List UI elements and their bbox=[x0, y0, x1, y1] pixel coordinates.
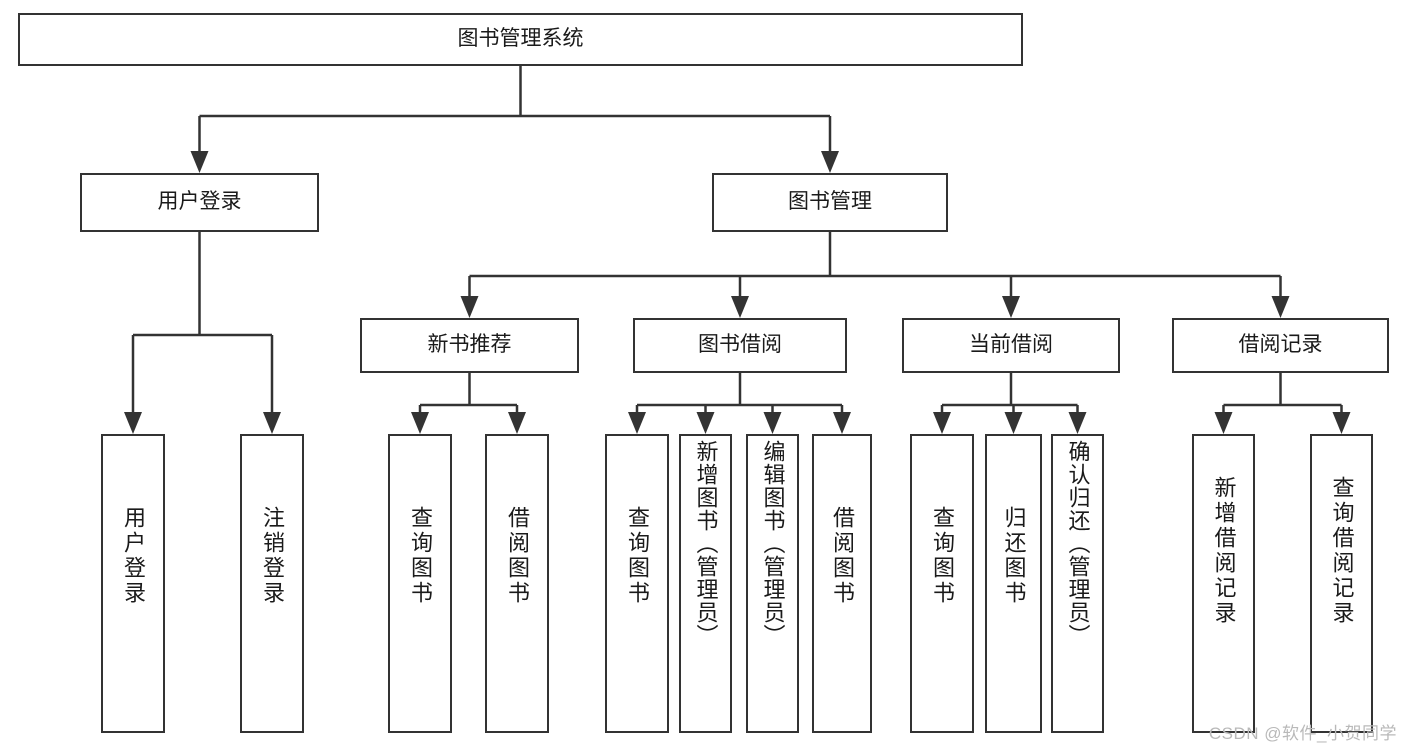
node-label: 当前借阅 bbox=[969, 333, 1053, 357]
node-label: 查询借阅记录 bbox=[1329, 476, 1355, 626]
arrow-head-icon-leaf-user-login bbox=[124, 412, 142, 434]
node-label: 归还图书 bbox=[1001, 506, 1027, 606]
node-label: 查询图书 bbox=[930, 506, 955, 606]
node-leaf-logout[interactable]: 注销登录 bbox=[240, 434, 304, 733]
arrow-head-icon-new-book-recommend bbox=[460, 296, 479, 318]
node-book-manage[interactable]: 图书管理 bbox=[712, 173, 948, 232]
node-label: 新书推荐 bbox=[427, 333, 512, 357]
node-leaf-query-book-3[interactable]: 查询图书 bbox=[910, 434, 974, 733]
node-leaf-return-book[interactable]: 归还图书 bbox=[985, 434, 1042, 733]
node-leaf-query-book-1[interactable]: 查询图书 bbox=[388, 434, 452, 733]
node-label: 用户登录 bbox=[157, 190, 242, 214]
node-leaf-borrow-book-2[interactable]: 借阅图书 bbox=[812, 434, 872, 733]
node-label: 借阅图书 bbox=[830, 506, 855, 606]
arrow-head-icon-book-borrow bbox=[731, 296, 749, 318]
arrow-head-icon-borrow-record bbox=[1271, 296, 1290, 318]
node-leaf-borrow-book-1[interactable]: 借阅图书 bbox=[485, 434, 549, 733]
node-leaf-add-book[interactable]: 新增图书（管理员） bbox=[679, 434, 732, 733]
arrow-head-icon-leaf-borrow-book-2 bbox=[833, 412, 851, 434]
node-label: 图书管理系统 bbox=[457, 27, 584, 51]
node-leaf-user-login[interactable]: 用户登录 bbox=[101, 434, 165, 733]
arrow-head-icon-leaf-confirm-return bbox=[1068, 412, 1087, 434]
node-label: 新增图书（管理员） bbox=[693, 440, 719, 647]
arrow-head-icon-leaf-borrow-book-1 bbox=[508, 412, 526, 434]
arrow-head-icon-leaf-add-record bbox=[1214, 412, 1233, 434]
arrow-head-icon-leaf-return-book bbox=[1004, 412, 1023, 434]
node-leaf-query-record[interactable]: 查询借阅记录 bbox=[1310, 434, 1373, 733]
node-borrow-record[interactable]: 借阅记录 bbox=[1172, 318, 1389, 373]
node-label: 图书借阅 bbox=[698, 333, 782, 357]
arrow-head-icon-leaf-query-record bbox=[1332, 412, 1351, 434]
arrow-head-icon-user-login bbox=[190, 151, 209, 173]
node-label: 注销登录 bbox=[260, 506, 285, 606]
node-label: 新增借阅记录 bbox=[1211, 476, 1237, 626]
arrow-head-icon-leaf-edit-book bbox=[763, 412, 782, 434]
arrow-head-icon-leaf-query-book-2 bbox=[628, 412, 646, 434]
node-label: 查询图书 bbox=[625, 506, 650, 606]
node-leaf-edit-book[interactable]: 编辑图书（管理员） bbox=[746, 434, 799, 733]
node-leaf-add-record[interactable]: 新增借阅记录 bbox=[1192, 434, 1255, 733]
arrow-head-icon-leaf-query-book-1 bbox=[411, 412, 429, 434]
arrow-head-icon-leaf-add-book bbox=[696, 412, 715, 434]
watermark: CSDN @软件_小贺同学 bbox=[1208, 724, 1397, 743]
arrow-head-icon-leaf-logout bbox=[263, 412, 281, 434]
node-user-login[interactable]: 用户登录 bbox=[80, 173, 319, 232]
node-label: 用户登录 bbox=[121, 506, 146, 606]
node-label: 借阅记录 bbox=[1238, 333, 1323, 357]
arrow-head-icon-current-borrow bbox=[1002, 296, 1020, 318]
node-label: 图书管理 bbox=[788, 190, 872, 214]
arrow-head-icon-book-manage bbox=[821, 151, 839, 173]
node-label: 编辑图书（管理员） bbox=[760, 440, 786, 647]
arrow-head-icon-leaf-query-book-3 bbox=[933, 412, 951, 434]
node-current-borrow[interactable]: 当前借阅 bbox=[902, 318, 1120, 373]
node-book-borrow[interactable]: 图书借阅 bbox=[633, 318, 847, 373]
node-label: 确认归还（管理员） bbox=[1065, 440, 1091, 647]
node-leaf-confirm-return[interactable]: 确认归还（管理员） bbox=[1051, 434, 1104, 733]
node-label: 查询图书 bbox=[408, 506, 433, 606]
node-label: 借阅图书 bbox=[505, 506, 530, 606]
node-root[interactable]: 图书管理系统 bbox=[18, 13, 1023, 66]
node-new-book-recommend[interactable]: 新书推荐 bbox=[360, 318, 579, 373]
node-leaf-query-book-2[interactable]: 查询图书 bbox=[605, 434, 669, 733]
